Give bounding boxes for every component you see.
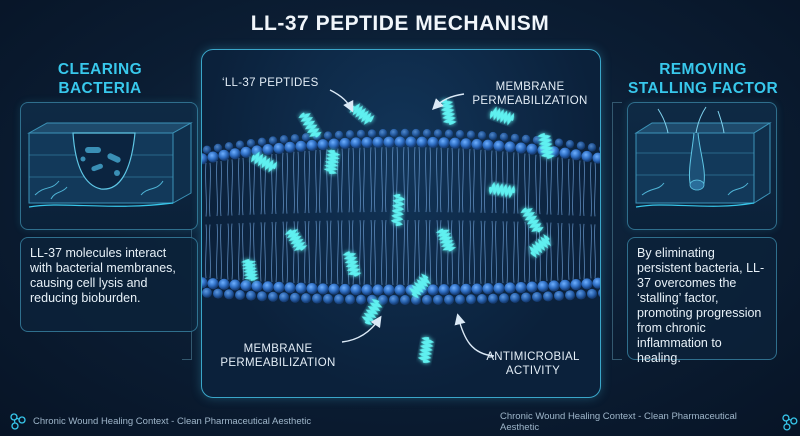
left-description: LL-37 molecules interact with bacterial … <box>20 237 198 332</box>
footer-right: Chronic Wound Healing Context - Clean Ph… <box>500 411 800 433</box>
label-ll37-peptides: ‘LL-37 PEPTIDES <box>222 77 319 89</box>
right-bracket <box>612 102 622 360</box>
page-title: LL-37 PEPTIDE MECHANISM <box>250 12 550 35</box>
right-heading-line2: STALLING FACTOR <box>627 80 779 97</box>
footer-left-text: Chronic Wound Healing Context - Clean Ph… <box>33 415 312 427</box>
label-antimicrobial-activity: ANTIMICROBIAL ACTIVITY <box>478 350 588 378</box>
right-heading: REMOVING STALLING FACTOR <box>618 60 788 98</box>
label-antimicrobial-line1: ANTIMICROBIAL <box>486 351 580 363</box>
molecule-icon <box>10 413 26 430</box>
left-heading-line1: CLEARING <box>57 61 143 78</box>
healthy-skin-hair-follicle-illustration <box>627 102 777 230</box>
label-membrane-top-line2: PERMEABILIZATION <box>472 95 588 107</box>
left-heading-line2: BACTERIA <box>58 80 142 97</box>
label-membrane-bottom-line2: PERMEABILIZATION <box>220 357 336 369</box>
footer-left: Chronic Wound Healing Context - Clean Ph… <box>8 411 311 431</box>
membrane-diagram-panel: ‘LL-37 PEPTIDES MEMBRANE PERMEABILIZATIO… <box>201 49 601 398</box>
membrane-diagram <box>202 89 600 363</box>
label-membrane-permeabilization-bottom: MEMBRANE PERMEABILIZATION <box>218 342 338 370</box>
label-antimicrobial-line2: ACTIVITY <box>505 365 561 377</box>
label-membrane-top-line1: MEMBRANE <box>495 81 565 93</box>
molecule-icon <box>782 414 798 431</box>
arrow-membrane-bottom <box>341 315 382 343</box>
footer-right-text: Chronic Wound Healing Context - Clean Ph… <box>500 411 737 433</box>
arrow-membrane-top <box>432 93 465 110</box>
right-description: By eliminating persistent bacteria, LL-3… <box>627 237 777 365</box>
arrow-antimicrobial <box>454 313 495 357</box>
arrow-peptides <box>329 89 354 113</box>
right-heading-line1: REMOVING <box>659 61 747 78</box>
left-heading: CLEARING BACTERIA <box>30 60 170 98</box>
wound-bacteria-illustration <box>20 102 198 230</box>
label-membrane-bottom-line1: MEMBRANE <box>243 343 313 355</box>
label-membrane-permeabilization-top: MEMBRANE PERMEABILIZATION <box>470 80 590 108</box>
